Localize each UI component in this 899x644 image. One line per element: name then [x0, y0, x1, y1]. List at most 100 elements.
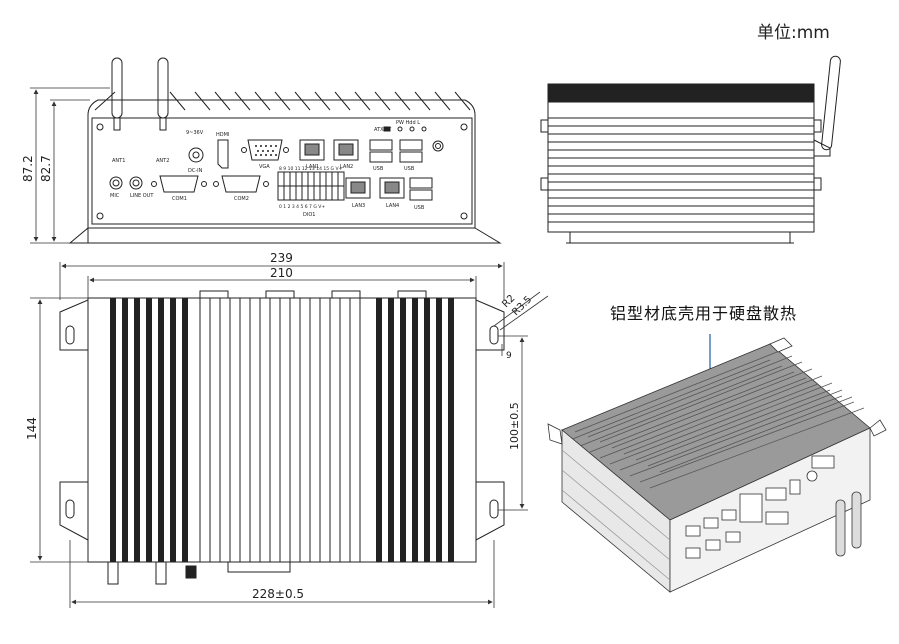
front-view	[68, 57, 502, 244]
unit-label: 单位:mm	[757, 23, 830, 43]
top-antenna-icon	[155, 561, 167, 585]
top-dark-fins	[110, 298, 454, 562]
dim-hole-pitch: 100±0.5	[508, 402, 521, 450]
label-leds: PW Hdd L	[396, 120, 420, 126]
front-panel-labels: ANT1 ANT2 9~36V DC-IN HDMI VGA LAN1 LAN2…	[110, 120, 425, 218]
usb-port-icon	[399, 139, 423, 151]
iso-antenna-icon	[851, 491, 862, 549]
dim-slot-offset: 9	[506, 351, 512, 361]
dim-width-total: 239	[270, 251, 293, 265]
label-mic: MIC	[110, 193, 120, 199]
screw-icon	[460, 212, 468, 220]
mount-ear	[59, 299, 89, 351]
label-dio-top: 8 9 10 11 12 13 14 15 G V+	[279, 166, 343, 172]
usb-port-icon	[369, 139, 393, 151]
iso-mount-tab	[769, 337, 793, 353]
dim-width-body: 210	[270, 266, 293, 280]
iso-usb-icon	[685, 525, 701, 537]
dim-depth: 144	[25, 417, 39, 440]
screw-icon	[96, 212, 104, 220]
vga-port-icon	[247, 139, 283, 161]
lan-port-icon	[299, 139, 325, 161]
iso-com-icon	[765, 511, 789, 525]
iso-antenna-icon	[835, 499, 846, 557]
antenna-base-icon	[159, 117, 167, 131]
label-dc-in: DC-IN	[188, 168, 203, 174]
com-port-icon	[221, 175, 261, 193]
label-com2: COM2	[234, 196, 249, 202]
dim-height-body: 82.7	[39, 155, 53, 182]
side-top-fins	[547, 83, 815, 103]
usb-port-icon	[369, 151, 393, 163]
side-view	[540, 55, 841, 244]
iso-dio-icon	[739, 493, 763, 523]
isometric-view	[547, 337, 887, 593]
top-light-fins	[199, 298, 361, 562]
label-lan1: LAN1	[306, 164, 319, 170]
lan-port-icon	[333, 139, 359, 161]
hdmi-port-icon	[217, 139, 229, 169]
side-connector-icon	[540, 177, 549, 191]
screw-icon	[460, 123, 468, 131]
heatsink-callout: 铝型材底壳用于硬盘散热	[610, 304, 798, 323]
com-port-icon	[159, 175, 199, 193]
front-height-dims	[30, 87, 110, 244]
dim-foot-span: 228±0.5	[252, 587, 304, 601]
label-ant1: ANT1	[112, 158, 125, 164]
mount-slot-icon	[489, 325, 499, 345]
usb-port-icon	[409, 177, 433, 189]
top-connector-icon	[199, 290, 229, 299]
iso-mount-tab	[869, 419, 887, 437]
antenna-icon	[157, 57, 169, 119]
iso-ports	[685, 455, 835, 559]
antenna-icon	[111, 57, 123, 119]
usb-port-icon	[399, 151, 423, 163]
iso-fins	[569, 349, 865, 489]
screw-icon	[96, 123, 104, 131]
label-vga: VGA	[259, 164, 270, 170]
iso-side-lines	[561, 449, 671, 581]
top-connector-icon	[397, 290, 427, 299]
top-dims	[30, 262, 549, 608]
side-fin-lines	[548, 117, 814, 223]
iso-usb-icon	[685, 547, 701, 559]
iso-lan-icon	[703, 517, 719, 529]
label-lan2: LAN2	[340, 164, 353, 170]
power-button-icon	[432, 140, 444, 152]
label-hdmi: HDMI	[216, 132, 229, 138]
label-dio-bottom: 0 1 2 3 4 5 6 7 G V+	[279, 204, 325, 210]
dc-jack-icon	[188, 147, 204, 163]
mount-slot-icon	[65, 325, 75, 345]
mount-slot-icon	[489, 499, 499, 519]
mount-slot-icon	[65, 499, 75, 519]
iso-dc-icon	[806, 470, 818, 482]
front-feet	[68, 226, 502, 244]
label-lan3: LAN3	[352, 203, 365, 209]
iso-lan-icon	[705, 539, 721, 551]
label-atx: ATX AT	[374, 127, 392, 133]
mic-jack-icon	[109, 176, 123, 190]
iso-com-icon	[811, 455, 835, 469]
label-lan4: LAN4	[386, 203, 399, 209]
side-connector-icon	[540, 119, 549, 133]
top-antenna-icon	[107, 561, 119, 585]
label-ant2: ANT2	[156, 158, 169, 164]
label-dc-volts: 9~36V	[186, 130, 204, 136]
label-usb-1: USB	[373, 166, 384, 172]
side-connector-icon	[813, 119, 822, 133]
label-usb-2: USB	[404, 166, 415, 172]
dim-height-total: 87.2	[21, 155, 35, 182]
top-port-icon	[227, 561, 291, 573]
iso-mount-tab	[547, 423, 563, 445]
label-dio: DIO1	[303, 212, 315, 218]
front-top-fins	[94, 91, 471, 111]
lan-port-icon	[379, 177, 405, 199]
antenna-base-icon	[113, 117, 121, 131]
side-connector-icon	[813, 177, 822, 191]
mount-ear	[475, 299, 505, 351]
top-view	[59, 290, 505, 585]
iso-hdmi-icon	[789, 479, 801, 495]
led-icons	[383, 126, 427, 132]
label-usb-3: USB	[414, 205, 425, 211]
